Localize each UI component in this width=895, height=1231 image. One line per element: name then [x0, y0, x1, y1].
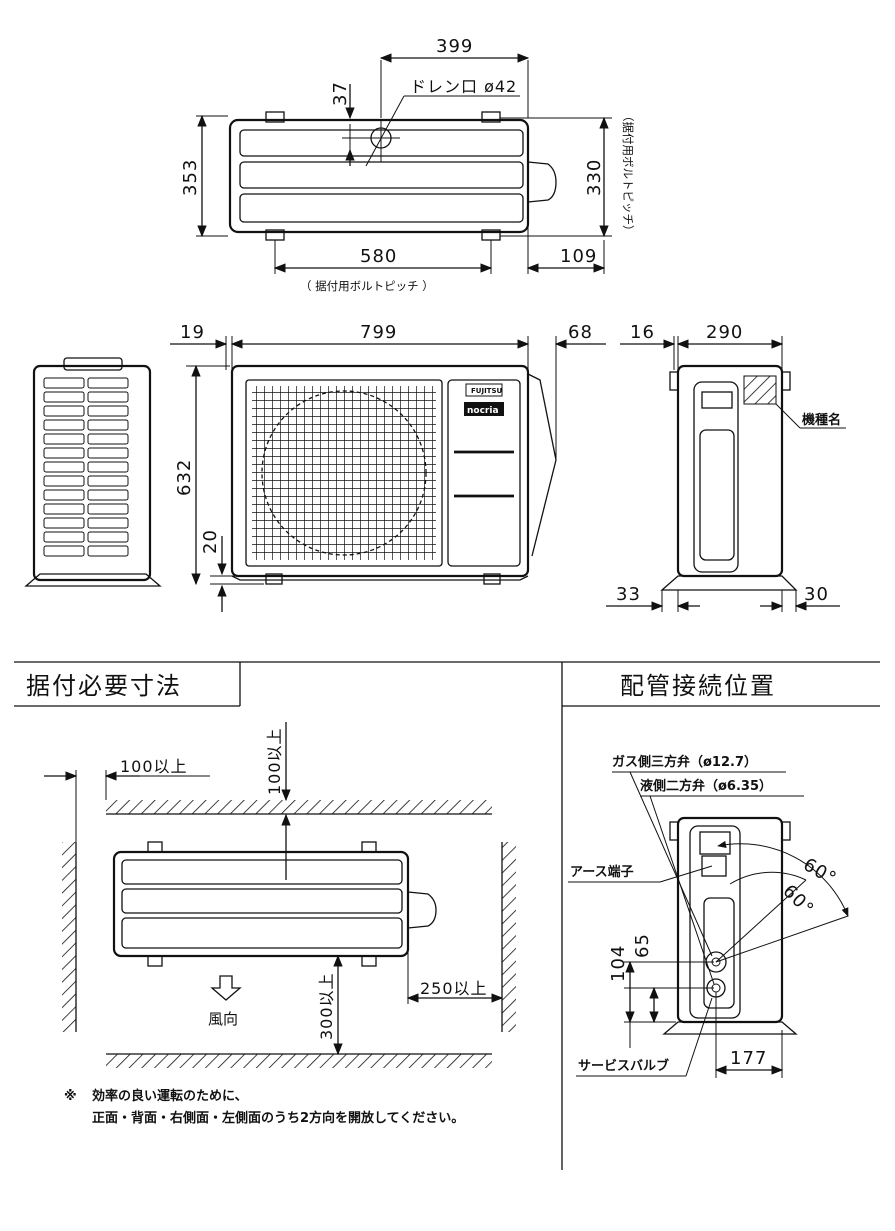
earth-terminal-label: アース端子	[570, 864, 634, 880]
dim-side-290: 290	[706, 322, 743, 343]
top-bolt-feet	[265, 111, 501, 241]
left-side-outline	[32, 364, 152, 582]
left-wall	[62, 842, 76, 1032]
drain-label: ドレン口 ø42	[410, 77, 517, 96]
front-view: FUJITSU nocria 19 799 68 632 20	[170, 322, 606, 612]
right-wall	[502, 842, 516, 1032]
section-frames	[14, 661, 880, 1170]
left-side-base	[24, 573, 162, 587]
back-wall	[106, 800, 492, 814]
bolt-pitch-note: （ 据付用ボルトピッチ ）	[300, 279, 434, 293]
front-wall	[106, 1054, 492, 1068]
piping-diagram: ガス側三方弁（ø12.7） 液側二方弁（ø6.35） アース端子 60° 60°…	[568, 754, 849, 1078]
dim-top-399: 399	[436, 36, 473, 57]
left-side-slots	[43, 377, 129, 557]
left-side-view	[24, 357, 162, 587]
clearance-unit	[112, 850, 410, 958]
dim-bolt-580: 580	[360, 246, 397, 267]
front-clearance-label: 300以上	[317, 972, 336, 1040]
angle-label-1: 60°	[800, 854, 841, 890]
dim-depth-353: 353	[180, 159, 201, 196]
wind-direction-label: 風向	[208, 1010, 238, 1028]
top-unit-outline	[228, 118, 530, 234]
dim-piping-177: 177	[730, 1048, 767, 1069]
note-line-1: 効率の良い運転のために、	[92, 1088, 248, 1104]
dim-bolt-330: 330	[584, 159, 605, 196]
fan-circle	[261, 390, 427, 556]
top-rib-2	[239, 161, 524, 189]
dim-drain-37: 37	[330, 81, 351, 106]
model-label-area	[743, 375, 777, 405]
top-valve-cover	[527, 161, 557, 203]
dim-side-33: 33	[616, 584, 641, 605]
dim-side-16: 16	[630, 322, 655, 343]
dim-front-799: 799	[360, 322, 397, 343]
bolt-pitch-note-vertical: （据付用ボルトピッチ）	[621, 110, 635, 237]
top-view: 399 37 ドレン口 ø42 353 330 （据付用ボルトピッチ） 580 …	[180, 36, 635, 293]
front-unit-outline	[230, 364, 530, 578]
brand-fujitsu: FUJITSU	[471, 387, 502, 395]
gas-valve-label: ガス側三方弁（ø12.7）	[612, 754, 757, 770]
fan-grille	[252, 386, 436, 560]
dim-front-632: 632	[174, 459, 195, 496]
wind-arrow-icon	[210, 975, 242, 1001]
model-label: 機種名	[802, 412, 841, 428]
service-panel	[447, 379, 521, 567]
left-clearance-label: 100以上	[120, 757, 188, 776]
install-clearance-title: 据付必要寸法	[26, 672, 182, 700]
note-line-2: 正面・背面・右側面・左側面のうち2方向を開放してください。	[92, 1110, 464, 1126]
right-side-panel	[693, 381, 739, 573]
dim-piping-104: 104	[608, 945, 629, 982]
piping-title: 配管接続位置	[620, 672, 776, 700]
brand-nocria: nocria	[467, 406, 499, 416]
dim-front-19: 19	[180, 322, 205, 343]
install-clearance-diagram: 100以上 100以上 300以上 250以上 風向 ※ 効率の良い運転のために…	[44, 722, 516, 1126]
service-valve-label: サービスバルブ	[578, 1058, 669, 1074]
front-side-cover	[527, 373, 557, 557]
top-rib-3	[239, 193, 524, 223]
dim-side-30: 30	[804, 584, 829, 605]
angle-label-2: 60°	[778, 881, 818, 921]
note-mark: ※	[64, 1089, 77, 1104]
left-side-handle	[63, 357, 123, 371]
right-clearance-label: 250以上	[420, 979, 488, 998]
dim-front-20: 20	[200, 529, 221, 554]
dim-front-68: 68	[568, 322, 593, 343]
liquid-valve-label: 液側二方弁（ø6.35）	[640, 778, 772, 794]
back-clearance-label: 100以上	[265, 727, 284, 795]
dim-right-109: 109	[560, 246, 597, 267]
fan-grille-frame	[245, 379, 443, 567]
right-side-view: 機種名 16 290 33 30	[606, 322, 846, 612]
dim-piping-65: 65	[632, 933, 653, 958]
